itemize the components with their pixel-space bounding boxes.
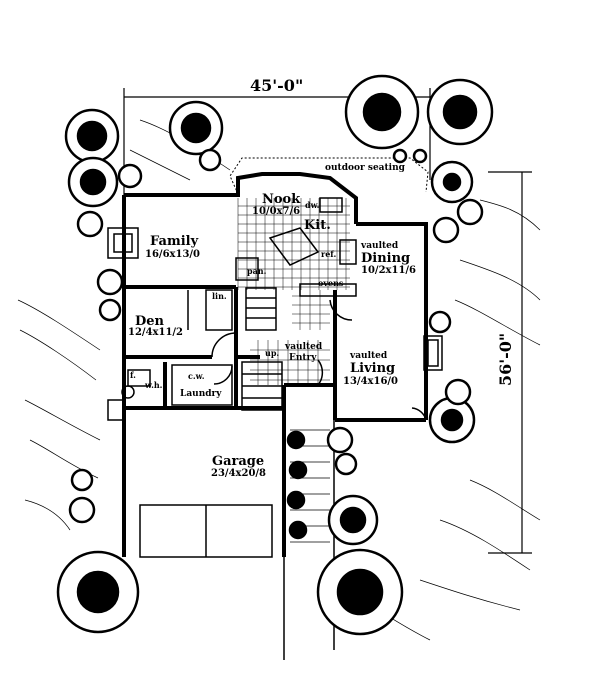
family-label: Family (150, 234, 199, 249)
depth-dimension: 56'-0" (496, 332, 515, 386)
width-dimension: 45'-0" (250, 76, 304, 95)
outdoor-seating-label: outdoor seating (325, 163, 405, 173)
den-size: 12/4x11/2 (128, 327, 184, 338)
kitchen-label: Kit. (304, 218, 331, 233)
dining-modifier: vaulted (361, 241, 399, 251)
cw-label: c.w. (188, 371, 205, 381)
family-size: 16/6x13/0 (145, 249, 201, 260)
wh-label: w.h. (145, 380, 163, 390)
living-label: Living (350, 361, 396, 376)
pan-label: pan. (247, 266, 267, 276)
trees (56, 74, 494, 636)
ovens-label: ovens (318, 278, 344, 288)
dw-label: dw. (305, 200, 320, 210)
lin-label: lin. (212, 291, 227, 301)
thin-walls (107, 197, 443, 660)
den-label: Den (135, 314, 164, 329)
dining-label: Dining (361, 251, 411, 266)
nook-size: 10/0x7/6 (252, 206, 301, 217)
living-modifier: vaulted (350, 351, 388, 361)
garage-size: 23/4x20/8 (211, 468, 267, 479)
nook-label: Nook (262, 192, 301, 207)
tile-floor (237, 198, 350, 385)
walls (122, 172, 428, 557)
up-label: up. (265, 348, 280, 358)
entry-label: Entry (289, 353, 317, 363)
f-label: f. (130, 370, 136, 380)
entry-modifier: vaulted (285, 342, 323, 352)
living-size: 13/4x16/0 (343, 376, 399, 387)
dining-size: 10/2x11/6 (361, 265, 417, 276)
garage-label: Garage (212, 454, 265, 469)
ref-label: ref. (321, 249, 337, 259)
outdoor-seating-area (229, 157, 429, 195)
dimension-lines (123, 88, 532, 554)
laundry-label: Laundry (180, 389, 222, 399)
